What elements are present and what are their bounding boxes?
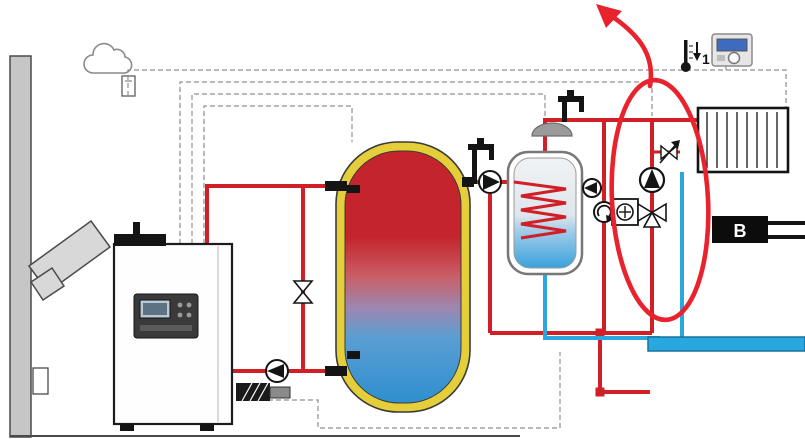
heating-pump-icon [638,166,666,194]
buffer-port-top [325,181,347,191]
flue-duct [27,219,112,302]
buffer-port-bottom [325,366,347,376]
boiler-pump-icon [265,359,289,383]
boiler-button [177,312,183,318]
three-way-valve-icon [637,202,667,228]
highlight-annotation [596,4,711,323]
pipe-junction [595,387,605,397]
dhw-tank [506,150,584,276]
boiler-foot [120,424,134,431]
sensor-number-label: 1 [702,51,710,67]
cold-feed-pipe [543,274,660,340]
basin-icon [531,122,573,137]
dhw-coil [513,180,567,240]
boiler-foot [200,424,214,431]
valve-actuator-icon [611,198,639,226]
pellet-burner [236,382,291,402]
bottom-branch-pipe [598,333,650,394]
wire-pump-group [179,81,653,244]
highlight-arrow [610,14,654,89]
chimney-wall [9,55,49,438]
radiator-label-box: B [712,216,805,243]
cold-water-main [647,336,805,352]
check-valve-icon [582,178,602,198]
radiator-label: B [734,221,747,241]
dhw-charge-pump-icon [478,170,502,194]
dhw-faucet-icon [558,90,584,122]
wire-bottom [236,352,561,429]
highlight-ellipse [609,77,711,323]
boiler [112,222,234,431]
pipe-junction [595,328,605,338]
wall-cleanout [32,367,49,395]
buffer-sensor-top [347,185,360,193]
controller-screen [716,38,748,52]
buffer-faucet-icon [468,138,494,184]
thermometer-icon [680,40,693,72]
controller-knob [727,51,741,65]
boiler-button [186,302,192,308]
wire-outdoor [127,69,787,108]
wire-buffer-sensor [203,105,353,244]
cloud-icon [83,42,133,74]
buffer-sensor-bottom [347,351,360,359]
boiler-button [177,302,183,308]
room-controller-icon [711,33,753,67]
buffer-tank [325,141,474,413]
boiler-flue-collar [114,234,166,246]
boiler-supply-pipe [205,184,340,244]
bypass-valve-icon [292,280,314,304]
safety-valve-icon [659,140,680,164]
radiator [696,106,790,174]
highlight-arrowhead [596,4,622,28]
boiler-button [186,312,192,318]
buffer-port-right [462,177,474,187]
sensor-arrow-icon [693,42,701,61]
cold-pipes [543,172,805,352]
